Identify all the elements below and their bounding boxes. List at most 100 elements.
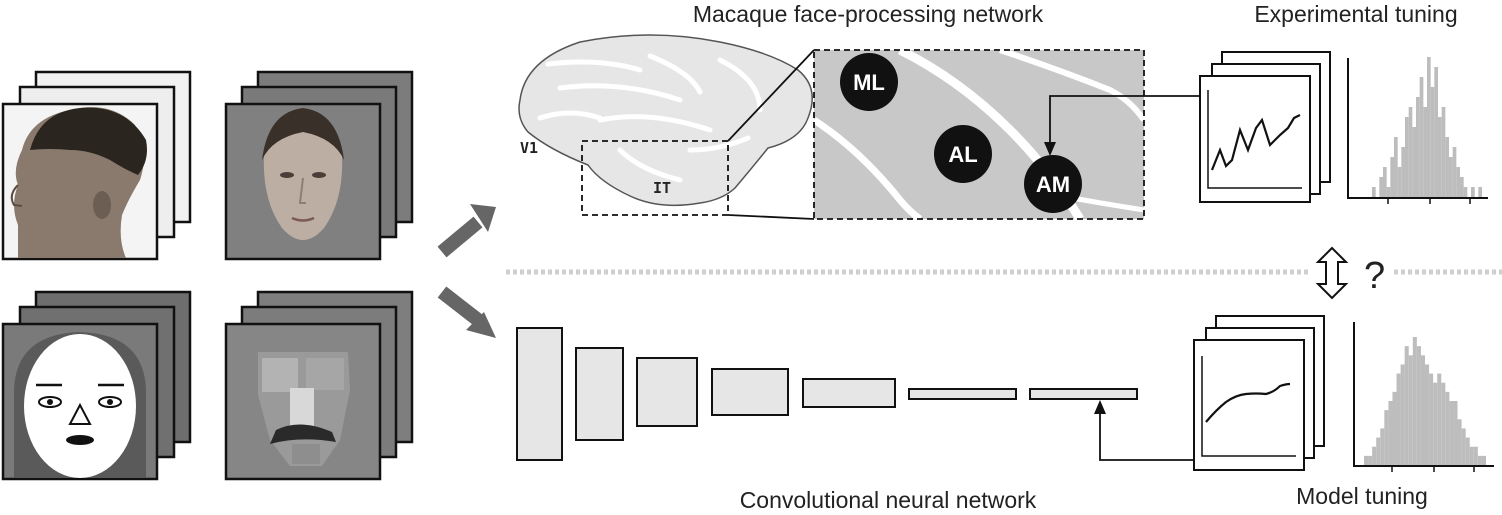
model-histogram-bar-3 <box>1372 446 1377 465</box>
comparison-double-arrow <box>1315 246 1349 300</box>
model-histogram-bar-29 <box>1477 455 1482 465</box>
experimental-histogram-bar-15 <box>1423 107 1427 197</box>
svg-text:AL: AL <box>948 142 977 167</box>
experimental-histogram-bar-19 <box>1438 117 1442 197</box>
model-histogram-bar-14 <box>1416 346 1421 465</box>
stimulus-stack-photo-profile <box>1 70 192 261</box>
experimental-histogram-bar-30 <box>1478 187 1482 197</box>
model-histogram-bars <box>1364 337 1486 465</box>
cnn-layer-1 <box>516 327 563 461</box>
model-histogram-bar-22 <box>1449 401 1454 465</box>
model-histogram-bar-28 <box>1473 446 1478 465</box>
model-histogram-bar-17 <box>1429 373 1434 465</box>
experimental-histogram-bar-8 <box>1397 167 1402 197</box>
arrow-to-cnn <box>437 286 496 338</box>
am-recording-connector <box>1044 95 1200 156</box>
cnn-layer-4 <box>711 368 789 416</box>
model-histogram-bar-23 <box>1453 401 1458 465</box>
experimental-tuning-curves <box>1199 51 1331 203</box>
face-patch-am: AM <box>1024 155 1082 213</box>
experimental-histogram-bar-16 <box>1427 57 1431 197</box>
cnn-layer-7 <box>1029 388 1138 400</box>
brain-network-title: Macaque face-processing network <box>693 1 1044 27</box>
model-histogram-bar-7 <box>1388 401 1393 465</box>
model-histogram-bar-20 <box>1441 382 1446 465</box>
experimental-histogram-bar-6 <box>1390 157 1394 197</box>
model-histogram-bar-4 <box>1376 437 1381 465</box>
cnn-layers <box>516 327 1138 461</box>
experimental-histogram-bar-24 <box>1456 167 1460 197</box>
v1-label: V1 <box>520 139 538 157</box>
model-histogram-bar-11 <box>1404 346 1409 465</box>
experimental-histogram-bar-23 <box>1452 147 1457 197</box>
model-histogram-bar-9 <box>1396 373 1401 465</box>
experimental-histogram-bar-12 <box>1412 127 1416 197</box>
face-patch-ml: ML <box>840 53 898 111</box>
experimental-histogram <box>1347 57 1488 204</box>
cnn-title: Convolutional neural network <box>740 487 1037 513</box>
model-histogram-bar-24 <box>1457 419 1462 465</box>
experimental-histogram-bar-20 <box>1441 107 1446 197</box>
cartoon-face-image <box>14 332 146 478</box>
experimental-tuning-title: Experimental tuning <box>1254 1 1457 27</box>
experimental-histogram-bar-1 <box>1372 187 1376 197</box>
mosaic-face-image <box>258 352 350 466</box>
experimental-histogram-bar-3 <box>1379 177 1383 197</box>
experimental-histogram-bar-5 <box>1386 187 1391 197</box>
profile-face-image <box>10 107 147 259</box>
model-histogram-bar-10 <box>1400 364 1405 465</box>
model-histogram-bar-16 <box>1425 364 1430 465</box>
model-histogram-bar-30 <box>1481 455 1486 465</box>
model-histogram-bar-8 <box>1392 391 1397 465</box>
experimental-histogram-bar-26 <box>1463 187 1468 197</box>
macaque-brain: V1 IT <box>518 34 813 207</box>
svg-text:ML: ML <box>853 70 885 95</box>
experimental-histogram-bar-14 <box>1419 77 1424 197</box>
model-histogram-bar-5 <box>1380 428 1385 465</box>
experimental-histogram-bar-28 <box>1471 187 1475 197</box>
model-histogram-bar-21 <box>1445 391 1450 465</box>
experimental-histogram-bar-17 <box>1430 87 1435 197</box>
model-histogram-bar-25 <box>1461 428 1466 465</box>
model-histogram-bar-6 <box>1384 410 1389 465</box>
zoom-line-bottom <box>727 214 815 220</box>
model-histogram-bar-2 <box>1368 455 1373 465</box>
model-histogram-bar-12 <box>1408 355 1413 465</box>
cnn-layer-2 <box>575 347 624 441</box>
model-histogram-bar-18 <box>1433 382 1438 465</box>
cnn-layer-6 <box>908 388 1017 400</box>
it-label: IT <box>653 179 671 197</box>
stimulus-stack-mosaic <box>224 290 414 481</box>
model-histogram-bar-1 <box>1364 455 1369 465</box>
cnn-layer-5 <box>802 378 896 408</box>
experimental-histogram-bar-18 <box>1434 67 1438 197</box>
experimental-histogram-bars <box>1372 57 1482 197</box>
model-histogram-bar-13 <box>1412 337 1417 465</box>
experimental-histogram-bar-13 <box>1416 97 1420 197</box>
model-histogram-bar-15 <box>1420 355 1425 465</box>
face-patch-al: AL <box>934 125 992 183</box>
experimental-histogram-bar-25 <box>1460 177 1464 197</box>
model-tuning-curves <box>1193 315 1325 471</box>
experimental-histogram-bar-9 <box>1401 147 1405 197</box>
zoom-line-top <box>727 49 815 142</box>
it-dashed-region <box>581 140 729 216</box>
experimental-histogram-bar-4 <box>1383 167 1387 197</box>
cnn-readout-connector <box>1094 400 1193 461</box>
stimulus-stack-photo-frontal <box>224 70 414 261</box>
cnn-layer-3 <box>636 357 698 427</box>
model-tuning-title: Model tuning <box>1296 483 1428 509</box>
model-histogram-bar-27 <box>1469 446 1474 465</box>
svg-text:AM: AM <box>1036 172 1070 197</box>
experimental-histogram-bar-21 <box>1445 137 1449 197</box>
experimental-histogram-bar-7 <box>1394 137 1398 197</box>
model-histogram-bar-26 <box>1465 437 1470 465</box>
model-histogram <box>1353 322 1494 472</box>
model-histogram-bar-19 <box>1437 373 1442 465</box>
experimental-histogram-bar-11 <box>1408 107 1413 197</box>
arrow-to-brain <box>437 204 496 258</box>
experimental-histogram-bar-22 <box>1449 157 1453 197</box>
frontal-face-image <box>262 108 344 240</box>
comparison-question-mark: ? <box>1364 255 1385 297</box>
